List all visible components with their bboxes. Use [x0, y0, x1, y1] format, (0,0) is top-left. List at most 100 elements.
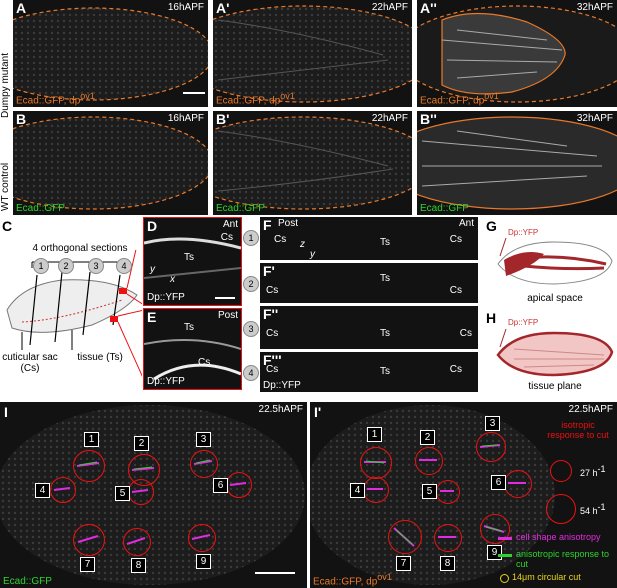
sac-label: cuticular sac (Cs) — [2, 352, 58, 374]
marker-label: Dp::YFP — [263, 380, 301, 391]
panel-h-letter: H — [486, 310, 497, 326]
section-3-badge: 3 — [243, 321, 259, 337]
panel-i: I 22.5hAPF Ecad::GFP 1 2 3 4 5 6 7 8 9 — [0, 402, 307, 588]
cut-circle — [434, 524, 462, 552]
panel-i-genotype: Ecad::GFP — [3, 576, 52, 587]
cut-label: 4 — [35, 483, 50, 498]
scale-bar — [255, 572, 295, 574]
panel-c-letter: C — [2, 218, 13, 234]
legend-magenta-line — [498, 537, 512, 540]
ts-label: Ts — [380, 237, 390, 248]
panel-g-letter: G — [486, 218, 497, 234]
wing-outline — [213, 116, 412, 210]
apical-space-schematic — [497, 237, 613, 285]
panel-b-prime-time: 22hAPF — [371, 113, 408, 124]
section-image — [144, 237, 241, 279]
cs-label: Cs — [449, 234, 462, 245]
panel-i-prime-genotype: Ecad::GFP, dpov1 — [313, 571, 392, 587]
panel-c-title: 4 orthogonal sections — [32, 243, 128, 254]
panel-a-dprime-genotype: Ecad::GFP, dpov1 — [420, 90, 499, 106]
section-4-badge: 4 — [116, 258, 132, 274]
cut-label: 2 — [420, 430, 435, 445]
section-1-badge: 1 — [243, 230, 259, 246]
panel-e: E Post Ts Cs Dp::YFP — [143, 308, 242, 390]
section-2-badge: 2 — [58, 258, 74, 274]
cut-label: 7 — [80, 557, 95, 572]
panel-d-letter: D — [147, 218, 158, 234]
cut-label: 5 — [422, 484, 437, 499]
panel-i-prime-time: 22.5hAPF — [568, 404, 613, 415]
marker-label: Dp::YFP — [147, 376, 185, 387]
row-b-label: WT control — [0, 162, 11, 211]
tissue-label: tissue (Ts) — [77, 352, 123, 363]
panel-i-prime-letter: I' — [314, 404, 322, 420]
cut-circle — [415, 447, 443, 475]
panel-f-tprime-letter: F''' — [263, 352, 282, 368]
legend-iso-title: isotropic response to cut — [547, 420, 609, 440]
axis-z-label: z — [300, 239, 305, 250]
section-2-badge: 2 — [243, 276, 259, 292]
section-image — [144, 339, 241, 381]
cut-label: 8 — [440, 556, 455, 571]
ant-label: Ant — [458, 218, 474, 229]
legend-cell-shape: cell shape anisotropy — [516, 532, 601, 542]
cut-circle — [476, 432, 506, 462]
cut-label: 5 — [115, 486, 130, 501]
panel-i-time: 22.5hAPF — [258, 404, 303, 415]
ts-label: Ts — [184, 252, 194, 263]
cs-label: Cs — [198, 357, 211, 368]
cs-label: Cs — [266, 285, 279, 296]
panel-b-prime-genotype: Ecad::GFP — [216, 203, 265, 214]
post-label: Post — [217, 310, 238, 321]
panel-b-prime: B' 22hAPF Ecad::GFP — [213, 111, 412, 215]
legend-yellow-circle — [500, 574, 509, 583]
axis-y-label: y — [150, 264, 155, 275]
panel-i-prime: I' 22.5hAPF Ecad::GFP, dpov1 1 2 3 4 5 6… — [310, 402, 617, 588]
scale-bar — [183, 92, 205, 94]
cs-label: Cs — [266, 364, 279, 375]
panel-g-caption: apical space — [527, 293, 583, 304]
panel-a-prime: A' 22hAPF Ecad::GFP, dpov1 — [213, 0, 412, 107]
cut-label: 7 — [396, 556, 411, 571]
panel-a-dprime: A'' 32hAPF Ecad::GFP, dpov1 — [417, 0, 617, 107]
cut-circle — [73, 524, 105, 556]
panel-f-prime: F' Cs Ts Cs — [260, 263, 478, 303]
panel-f-prime-letter: F' — [263, 263, 275, 279]
tissue-plane-schematic — [496, 328, 614, 377]
cut-circle — [388, 520, 422, 554]
cut-label: 3 — [485, 416, 500, 431]
section-3-badge: 3 — [88, 258, 104, 274]
panel-e-letter: E — [147, 309, 157, 325]
panel-h-caption: tissue plane — [528, 381, 582, 392]
cut-circle — [50, 477, 76, 503]
wing-outline — [13, 7, 208, 101]
panel-b-letter: B — [16, 111, 27, 127]
row-a-label: Dumpy mutant — [0, 52, 11, 118]
ts-label: Ts — [380, 328, 390, 339]
cut-circle — [73, 450, 105, 482]
scale-bar — [215, 297, 235, 299]
panel-b-prime-letter: B' — [216, 111, 230, 127]
panel-a-time: 16hAPF — [167, 2, 204, 13]
ts-label: Ts — [380, 366, 390, 377]
section-1-badge: 1 — [33, 258, 49, 274]
legend-iso-circle-27 — [550, 460, 572, 482]
panel-a-prime-genotype: Ecad::GFP, dpov1 — [216, 90, 295, 106]
marker-label: Dp::YFP — [147, 292, 185, 303]
axis-x-label: x — [170, 274, 175, 285]
panel-f-dprime: F'' Cs Ts Cs — [260, 306, 478, 349]
panel-a-genotype: Ecad::GFP, dpov1 — [16, 90, 95, 106]
cut-label: 6 — [491, 475, 506, 490]
panel-f-dprime-letter: F'' — [263, 306, 279, 322]
cs-label: Cs — [266, 328, 279, 339]
cs-label: Cs — [449, 285, 462, 296]
ts-label: Ts — [184, 322, 194, 333]
cs-label: Cs — [220, 232, 233, 243]
cut-label: 8 — [131, 558, 146, 573]
cut-label: 3 — [196, 432, 211, 447]
marker-label: Dp::YFP — [508, 228, 539, 237]
cs-label: Cs — [459, 328, 472, 339]
panel-a-dprime-time: 32hAPF — [576, 2, 613, 13]
cut-circle — [480, 514, 510, 544]
panel-b-dprime-genotype: Ecad::GFP — [420, 203, 469, 214]
